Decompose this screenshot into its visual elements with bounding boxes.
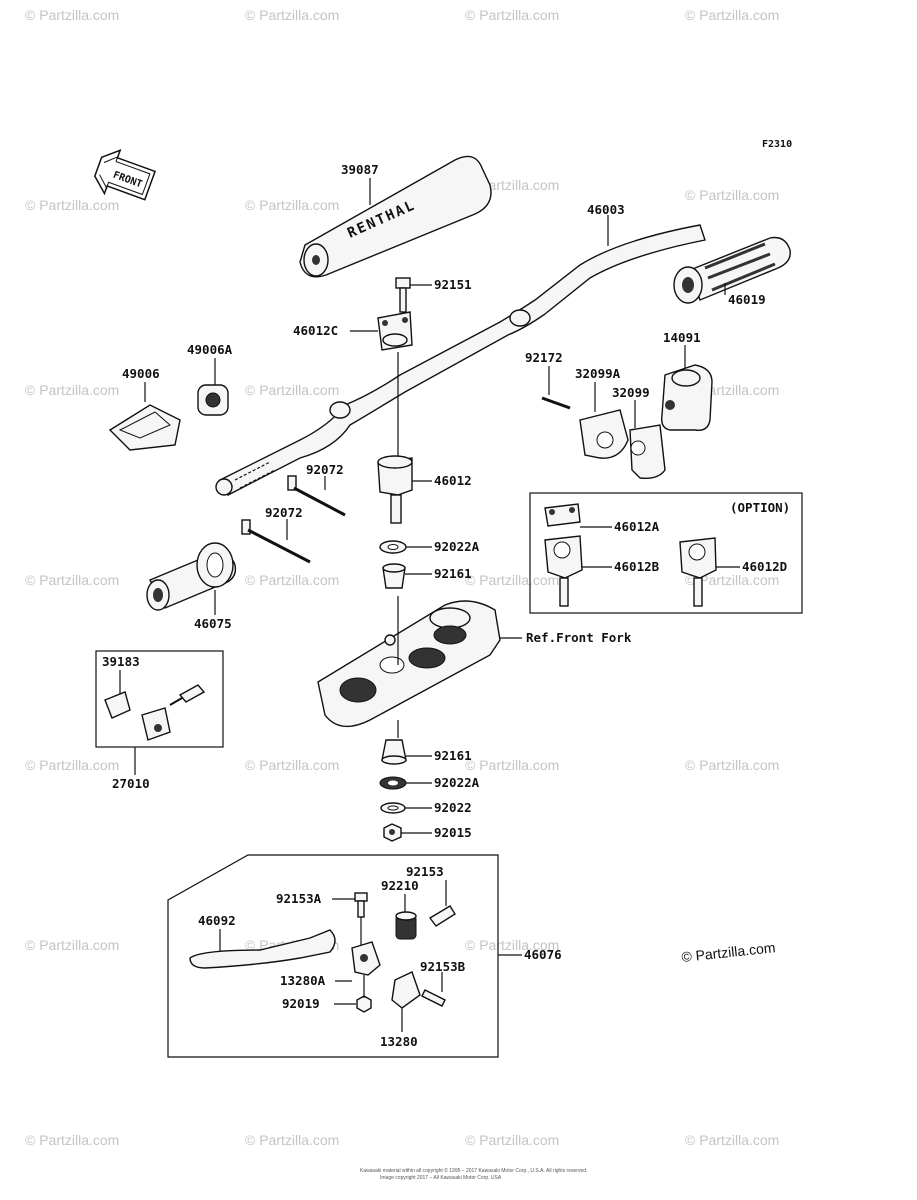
screw-92172 [541,396,571,410]
part-label-92072-a: 92072 [306,462,344,477]
watermark: © Partzilla.com [465,937,559,953]
riser-46012 [377,455,413,524]
part-label-49006: 49006 [122,366,160,381]
kill-switch-27010 [104,684,206,741]
part-label-92153b: 92153B [420,959,466,974]
part-label-46019: 46019 [728,292,766,307]
adjuster-92210 [395,911,417,940]
handlebar [215,224,706,496]
part-label-27010: 27010 [112,776,150,791]
part-label-92072-b: 92072 [265,505,303,520]
ref-front-fork-label: Ref.Front Fork [526,630,632,645]
screw-92153 [428,905,456,927]
part-49006a [197,384,229,416]
zip-tie-92072b [241,519,311,564]
part-label-92161-bottom: 92161 [434,748,472,763]
lever-holder-13280a [351,941,381,976]
part-label-32099a: 32099A [575,366,621,381]
watermark: © Partzilla.com [25,7,119,23]
watermark: © Partzilla.com [245,757,339,773]
watermark: © Partzilla.com [245,382,339,398]
part-label-92151: 92151 [434,277,472,292]
part-label-49006a: 49006A [187,342,233,357]
part-label-46003: 46003 [587,202,625,217]
watermark: © Partzilla.com [465,572,559,588]
part-label-92153: 92153 [406,864,444,879]
part-label-92172: 92172 [525,350,563,365]
part-label-92161-top: 92161 [434,566,472,581]
part-label-46012d: 46012D [742,559,787,574]
watermark: © Partzilla.com [245,572,339,588]
front-arrow-icon: FRONT [93,148,156,201]
part-label-46092: 46092 [198,913,236,928]
watermark: © Partzilla.com [685,1132,779,1148]
part-label-39183: 39183 [102,654,140,669]
part-label-13280: 13280 [380,1034,418,1049]
part-label-92210: 92210 [381,878,419,893]
watermark: © Partzilla.com [465,757,559,773]
watermark-bold: © Partzilla.com [681,939,776,965]
watermark: © Partzilla.com [685,572,779,588]
watermark: © Partzilla.com [465,7,559,23]
part-label-39087: 39087 [341,162,379,177]
footer-copyright-line1: Kawasaki material within all copyright ©… [360,1167,587,1174]
clamp-marks [329,309,531,419]
watermark: © Partzilla.com [245,1132,339,1148]
part-label-92022a-top: 92022A [434,539,480,554]
part-label-46012a: 46012A [614,519,660,534]
clutch-assembly-box [167,854,499,1058]
throttle-grip [673,236,791,304]
part-label-92153a: 92153A [276,891,322,906]
watermark: © Partzilla.com [685,7,779,23]
left-grip-46075 [146,542,237,611]
part-label-92022: 92022 [434,800,472,815]
part-32099 [629,424,666,480]
part-label-46012c: 46012C [293,323,338,338]
part-label-92015: 92015 [434,825,472,840]
part-label-46012b: 46012B [614,559,660,574]
screw-92153b [421,989,446,1007]
part-32099a [579,409,629,459]
watermark: © Partzilla.com [685,187,779,203]
clamp-46012a [544,503,581,527]
part-label-46075: 46075 [194,616,232,631]
watermark: © Partzilla.com [25,572,119,588]
triple-clamp [317,600,501,728]
switch-box [95,650,224,748]
watermark: © Partzilla.com [25,937,119,953]
watermark: © Partzilla.com [25,382,119,398]
zip-tie-92072a [287,475,346,517]
clamp-46012c [377,311,413,351]
part-label-92022a-bottom: 92022A [434,775,480,790]
option-label: (OPTION) [730,500,790,515]
riser-46012d [679,537,717,607]
option-box [529,492,803,614]
clutch-lever-46092 [189,929,336,969]
watermark: © Partzilla.com [685,757,779,773]
clamp-13280 [391,971,421,1009]
part-label-46076: 46076 [524,947,562,962]
part-49006 [108,404,181,451]
watermark: © Partzilla.com [465,1132,559,1148]
watermark: © Partzilla.com [25,197,119,213]
part-label-14091: 14091 [663,330,701,345]
bolt-92151 [395,277,411,313]
watermark: © Partzilla.com [25,1132,119,1148]
part-label-32099: 32099 [612,385,650,400]
bolt-92153a [354,892,368,918]
figure-code: F2310 [762,139,792,150]
watermark: © Partzilla.com [25,757,119,773]
part-label-92019: 92019 [282,996,320,1011]
watermark: © Partzilla.com [245,7,339,23]
footer-copyright-line2: Image copyright 2017 – All Kawasaki Moto… [380,1175,502,1181]
part-label-46012: 46012 [434,473,472,488]
handlebar-pad: RENTHAL [299,155,492,278]
watermark: © Partzilla.com [245,197,339,213]
part-14091 [660,364,713,431]
nut-92019 [356,995,372,1013]
riser-46012b [544,535,583,607]
part-label-13280a: 13280A [280,973,326,988]
